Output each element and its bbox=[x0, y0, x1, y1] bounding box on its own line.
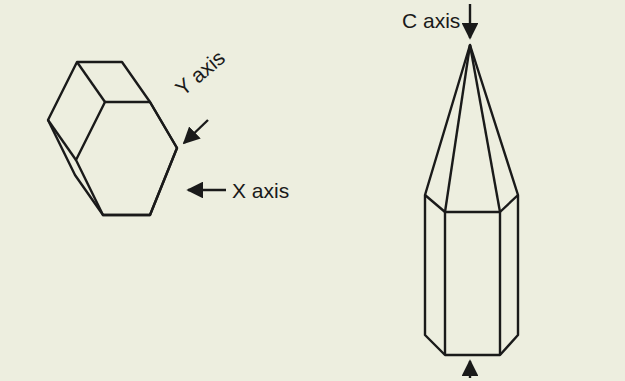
hexagonal-prism-end-view bbox=[48, 62, 177, 215]
axis-label: X axis bbox=[232, 180, 289, 201]
axis-label: C axis bbox=[402, 10, 460, 31]
axis-label: Y axis bbox=[172, 46, 229, 99]
hexagonal-prism-with-pyramid bbox=[425, 45, 518, 355]
